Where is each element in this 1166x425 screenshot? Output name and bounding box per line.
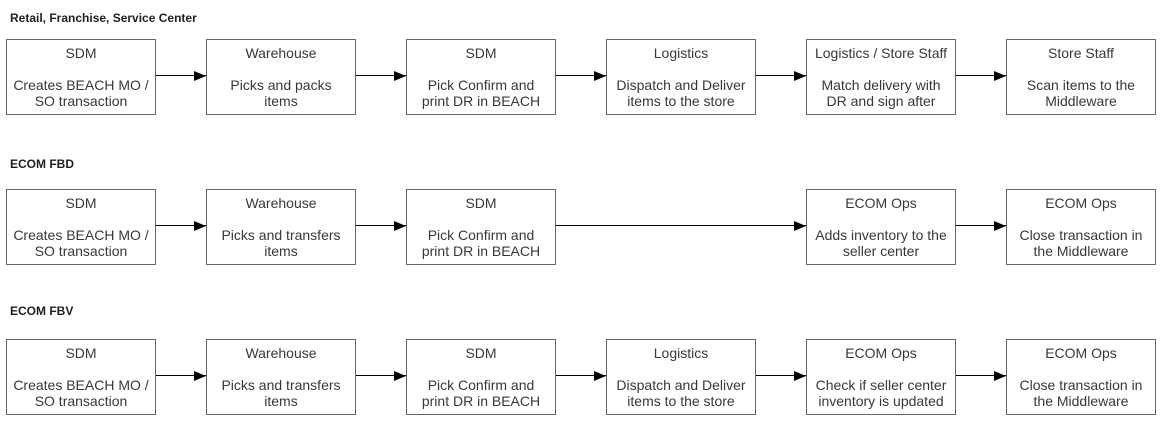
box-desc: Pick Confirm and print DR in BEACH [421, 227, 541, 259]
box-desc: Adds inventory to the seller center [815, 227, 947, 259]
box-desc: Picks and packs items [230, 77, 332, 109]
arrow-right-icon [956, 370, 1006, 381]
box-role: SDM [65, 45, 97, 61]
flow-box: SDM Pick Confirm and print DR in BEACH [406, 39, 556, 115]
box-role: Store Staff [1048, 45, 1114, 61]
flow-box: SDM Creates BEACH MO / SO transaction [6, 189, 156, 265]
flow-box: Warehouse Picks and transfers items [206, 339, 356, 415]
flow-box: Logistics / Store Staff Match delivery w… [806, 39, 956, 115]
arrow-right-icon [956, 220, 1006, 231]
box-role: ECOM Ops [845, 345, 917, 361]
box-role: Warehouse [245, 195, 317, 211]
box-desc: Close transaction in the Middleware [1019, 227, 1143, 259]
arrow-right-icon [756, 70, 806, 81]
box-role: Logistics [653, 345, 709, 361]
box-desc: Scan items to the Middleware [1026, 77, 1136, 109]
flow-box: Logistics Dispatch and Deliver items to … [606, 339, 756, 415]
flow-box: SDM Pick Confirm and print DR in BEACH [406, 189, 556, 265]
box-role: ECOM Ops [1045, 195, 1117, 211]
arrow-right-icon [156, 370, 206, 381]
arrow-right-icon [556, 70, 606, 81]
arrow-right-icon [356, 220, 406, 231]
flow-box: ECOM Ops Close transaction in the Middle… [1006, 339, 1156, 415]
box-role: SDM [65, 195, 97, 211]
box-desc: Close transaction in the Middleware [1019, 377, 1143, 409]
arrow-right-icon [756, 370, 806, 381]
flow-box: Logistics Dispatch and Deliver items to … [606, 39, 756, 115]
arrow-right-icon [556, 370, 606, 381]
flow-box: Store Staff Scan items to the Middleware [1006, 39, 1156, 115]
box-role: Warehouse [245, 45, 317, 61]
box-desc: Dispatch and Deliver items to the store [616, 377, 746, 409]
box-role: SDM [465, 195, 497, 211]
flow-box: Warehouse Picks and packs items [206, 39, 356, 115]
box-role: Logistics [653, 45, 709, 61]
box-desc: Match delivery with DR and sign after [821, 77, 941, 109]
section-title-ecom-fbv: ECOM FBV [10, 304, 74, 318]
box-desc: Creates BEACH MO / SO transaction [13, 77, 149, 109]
flow-box: SDM Pick Confirm and print DR in BEACH [406, 339, 556, 415]
flow-box: ECOM Ops Close transaction in the Middle… [1006, 189, 1156, 265]
flow-box: SDM Creates BEACH MO / SO transaction [6, 339, 156, 415]
arrow-right-icon [156, 220, 206, 231]
box-role: Logistics / Store Staff [814, 45, 948, 61]
box-role: SDM [465, 45, 497, 61]
flow-box: Warehouse Picks and transfers items [206, 189, 356, 265]
box-role: ECOM Ops [845, 195, 917, 211]
box-desc: Picks and transfers items [221, 377, 341, 409]
box-role: Warehouse [245, 345, 317, 361]
arrow-right-icon [356, 370, 406, 381]
box-desc: Check if seller center inventory is upda… [815, 377, 947, 409]
flow-box: ECOM Ops Check if seller center inventor… [806, 339, 956, 415]
box-desc: Pick Confirm and print DR in BEACH [421, 377, 541, 409]
arrow-right-icon [956, 70, 1006, 81]
flow-box: ECOM Ops Adds inventory to the seller ce… [806, 189, 956, 265]
box-desc: Dispatch and Deliver items to the store [616, 77, 746, 109]
section-title-ecom-fbd: ECOM FBD [10, 157, 74, 171]
box-role: SDM [65, 345, 97, 361]
box-desc: Creates BEACH MO / SO transaction [13, 227, 149, 259]
arrow-right-icon [156, 70, 206, 81]
arrow-right-icon [356, 70, 406, 81]
box-desc: Creates BEACH MO / SO transaction [13, 377, 149, 409]
arrow-right-icon [556, 220, 806, 231]
box-desc: Pick Confirm and print DR in BEACH [421, 77, 541, 109]
flow-box: SDM Creates BEACH MO / SO transaction [6, 39, 156, 115]
box-role: SDM [465, 345, 497, 361]
box-role: ECOM Ops [1045, 345, 1117, 361]
box-desc: Picks and transfers items [221, 227, 341, 259]
section-title-retail: Retail, Franchise, Service Center [10, 11, 197, 25]
